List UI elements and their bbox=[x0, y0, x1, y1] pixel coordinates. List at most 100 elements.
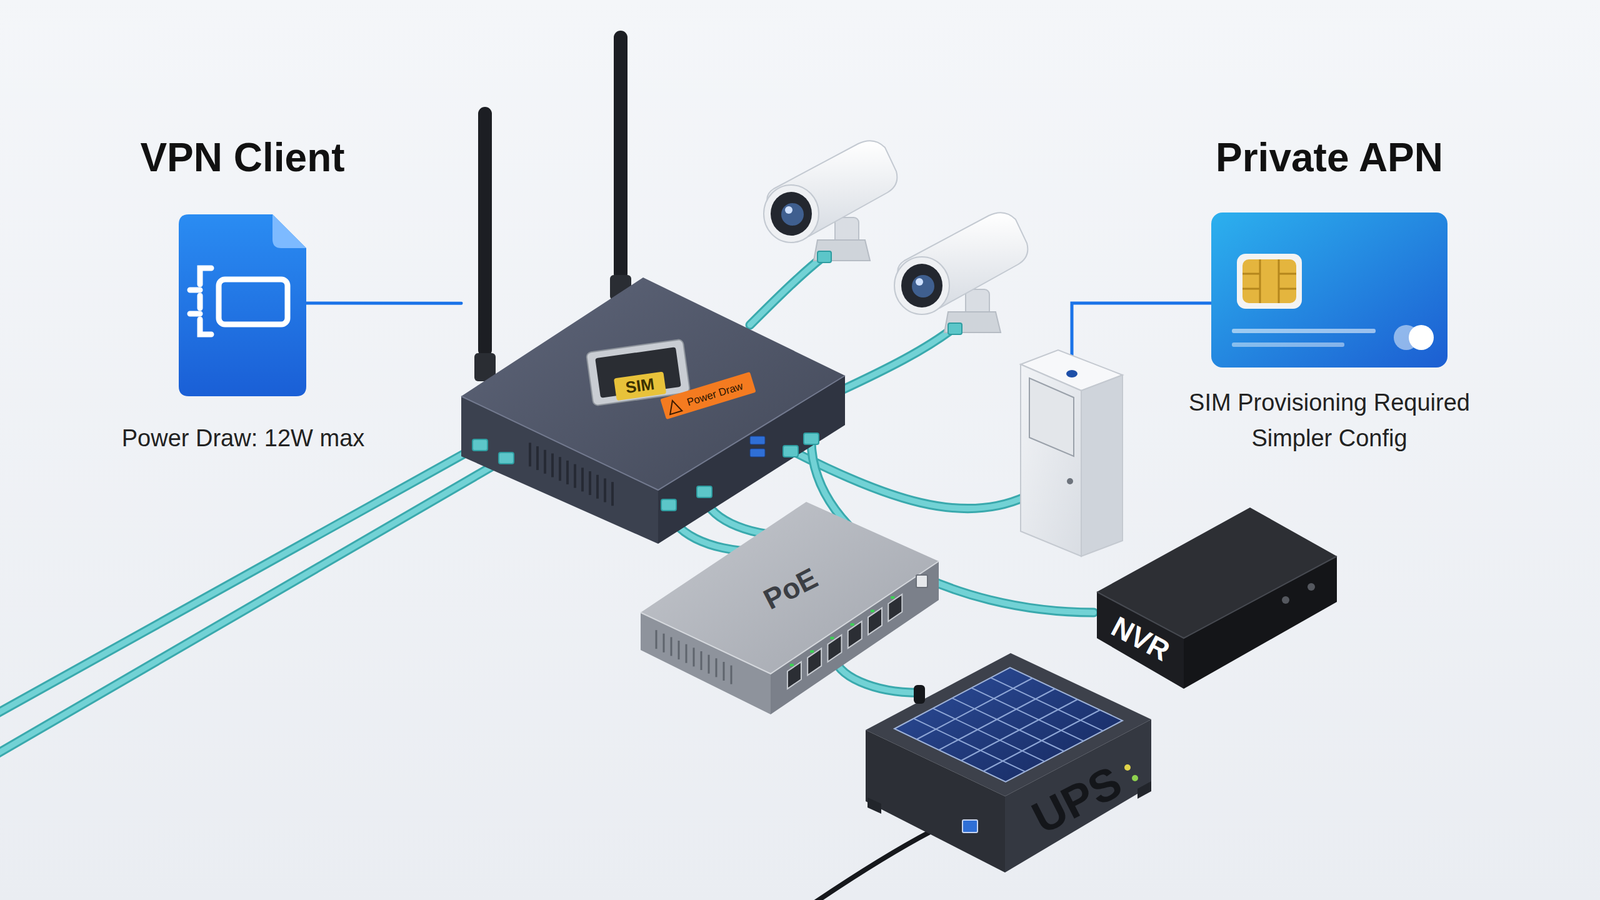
window-glyph bbox=[218, 279, 288, 325]
uplink-cable bbox=[0, 445, 480, 719]
sim-card-icon: Private APNSIM Provisioning RequiredSimp… bbox=[1211, 212, 1448, 368]
sim-tag bbox=[613, 371, 667, 401]
card-line bbox=[1231, 342, 1345, 347]
cable-plug bbox=[803, 433, 819, 445]
document-fold bbox=[272, 214, 307, 249]
ethernet-port bbox=[787, 661, 802, 689]
port-led bbox=[850, 623, 855, 626]
heading-text: Private APN bbox=[1215, 135, 1444, 182]
usb-port bbox=[750, 448, 765, 457]
bracket-glyph bbox=[190, 290, 200, 314]
sim-label: SIM bbox=[624, 375, 656, 398]
vent-slot bbox=[708, 655, 710, 674]
port-led bbox=[890, 596, 895, 599]
panel-grid bbox=[933, 708, 1045, 762]
ethernet-port bbox=[827, 635, 842, 662]
vent-slot bbox=[678, 640, 680, 660]
chip bbox=[1242, 259, 1297, 304]
cabinet-door-panel bbox=[1029, 378, 1074, 457]
panel-grid bbox=[971, 688, 1084, 742]
link-line bbox=[306, 303, 462, 304]
warning-icon bbox=[666, 398, 682, 415]
note-text: Power Draw: 12W max bbox=[121, 425, 365, 453]
security-camera bbox=[894, 212, 1028, 335]
vent-slot bbox=[715, 658, 718, 677]
cable-stroke bbox=[811, 438, 1094, 613]
lens-glint bbox=[915, 278, 924, 286]
bracket-glyph bbox=[200, 268, 212, 335]
vent-slot bbox=[663, 633, 665, 653]
lens-glint bbox=[785, 206, 793, 214]
cellular-router: SIMPower Draw bbox=[461, 268, 849, 547]
camera-lens-glass bbox=[781, 203, 804, 226]
camera-bezel bbox=[763, 185, 819, 243]
port-led bbox=[830, 636, 834, 640]
ethernet-port bbox=[868, 608, 882, 635]
cable-gland bbox=[913, 685, 925, 704]
cable-stroke bbox=[833, 653, 919, 693]
cable-plug bbox=[948, 323, 962, 335]
ethernet-cable bbox=[833, 653, 919, 693]
port-led bbox=[810, 650, 814, 653]
cabinet-cable bbox=[790, 450, 1025, 509]
cable-stroke bbox=[668, 505, 755, 552]
status-led bbox=[1131, 775, 1139, 782]
cabinet-side bbox=[1081, 375, 1123, 557]
nvr-knob bbox=[1307, 583, 1315, 591]
camera-cable bbox=[750, 256, 824, 325]
cable-plug bbox=[498, 452, 514, 464]
uplink-cable bbox=[0, 458, 507, 760]
note-text: SIM Provisioning Required bbox=[1188, 389, 1470, 417]
panel-grid bbox=[952, 698, 1065, 752]
camera-cable bbox=[840, 327, 955, 391]
vent-slot bbox=[551, 453, 554, 477]
cable-plug bbox=[817, 251, 832, 263]
cable-stroke bbox=[811, 438, 1094, 613]
vent-slot bbox=[536, 446, 539, 470]
cellular-router-outline bbox=[461, 268, 849, 547]
nvr-recorder: NVR bbox=[1093, 500, 1341, 691]
nvr-recorder-outline bbox=[1093, 500, 1341, 691]
vent-slot bbox=[588, 471, 592, 495]
router-top bbox=[461, 277, 845, 490]
ethernet-port bbox=[888, 594, 902, 622]
vent-slot bbox=[730, 665, 733, 685]
mount-tab bbox=[1137, 781, 1152, 799]
cable-stroke bbox=[704, 491, 791, 536]
power-cord bbox=[809, 831, 932, 900]
ethernet-port bbox=[848, 621, 862, 649]
cable-plug bbox=[661, 499, 677, 511]
heading-text: VPN Client bbox=[140, 135, 345, 182]
toggle-dot bbox=[1408, 325, 1434, 350]
link-line bbox=[306, 301, 462, 305]
cabinet-port bbox=[1066, 370, 1078, 378]
cable-stroke bbox=[704, 491, 791, 536]
note-text: Simpler Config bbox=[1251, 425, 1407, 453]
document-icon bbox=[178, 214, 307, 397]
cable-stroke bbox=[833, 653, 919, 693]
ethernet-cable bbox=[668, 505, 755, 552]
mount-tab bbox=[867, 797, 882, 814]
ups-unit-outline bbox=[862, 650, 1157, 875]
vent-slot bbox=[573, 464, 577, 489]
camera-cable bbox=[840, 327, 955, 391]
uplink-port bbox=[916, 575, 928, 588]
port-led bbox=[870, 610, 875, 613]
poe-switch-outline bbox=[637, 500, 944, 716]
antenna bbox=[613, 30, 628, 281]
poe-switch: PoE bbox=[637, 500, 944, 716]
panel-grid bbox=[913, 718, 1025, 772]
vent-slot bbox=[528, 442, 532, 467]
camera-bezel bbox=[894, 256, 950, 315]
nvr-knob bbox=[1281, 596, 1290, 604]
camera-cable bbox=[750, 256, 824, 325]
sim-card bbox=[1211, 212, 1448, 368]
cable-stroke bbox=[668, 505, 755, 552]
vent-slot bbox=[558, 456, 562, 481]
cable-plug bbox=[472, 439, 488, 451]
switch-top bbox=[640, 501, 939, 674]
cabinet-lock bbox=[1066, 478, 1074, 485]
vent-slot bbox=[611, 481, 614, 506]
vpn-client-icon: VPN ClientPower Draw: 12W max bbox=[178, 214, 307, 397]
